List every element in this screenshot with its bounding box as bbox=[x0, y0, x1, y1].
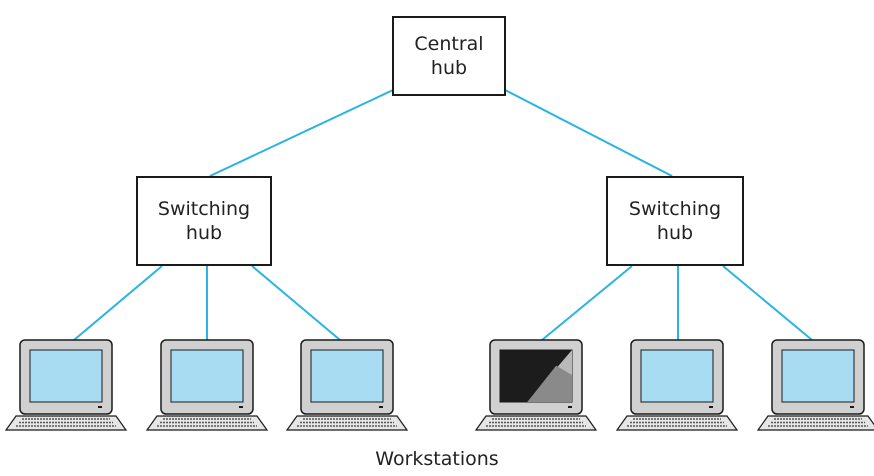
power-light-icon bbox=[98, 406, 102, 408]
monitor-screen bbox=[781, 349, 855, 403]
link-central-to-left bbox=[209, 89, 394, 177]
power-light-icon bbox=[239, 406, 243, 408]
power-light-icon bbox=[379, 406, 383, 408]
power-light-icon bbox=[568, 406, 572, 408]
power-light-icon bbox=[709, 406, 713, 408]
link-left-to-ws3 bbox=[251, 265, 341, 341]
switching-hub-right-label-line1: Switching bbox=[628, 198, 722, 220]
monitor-screen bbox=[310, 349, 384, 403]
switching-hub-left-node: Switching hub bbox=[136, 176, 272, 266]
link-left-to-ws1 bbox=[73, 265, 163, 341]
workstation-2 bbox=[145, 339, 269, 431]
workstation-3 bbox=[285, 339, 409, 431]
workstation-4 bbox=[474, 339, 598, 431]
monitor-screen bbox=[170, 349, 244, 403]
power-light-icon bbox=[850, 406, 854, 408]
workstations-caption: Workstations bbox=[375, 448, 499, 470]
workstations-group bbox=[4, 339, 874, 431]
workstation-1 bbox=[4, 339, 128, 431]
connection-lines bbox=[73, 89, 813, 341]
switching-hub-left-label-line2: hub bbox=[185, 222, 223, 244]
link-right-to-ws6 bbox=[722, 265, 813, 341]
monitor-screen bbox=[29, 349, 103, 403]
workstation-6 bbox=[756, 339, 874, 431]
central-hub-label-line1: Central bbox=[414, 33, 484, 55]
link-central-to-right bbox=[504, 89, 673, 177]
switching-hub-left-label-line1: Switching bbox=[157, 198, 251, 220]
monitor-screen bbox=[640, 349, 714, 403]
screen-graphic-mid bbox=[527, 365, 572, 402]
workstation-5 bbox=[615, 339, 739, 431]
central-hub-label-line2: hub bbox=[430, 57, 468, 79]
central-hub-node: Central hub bbox=[392, 16, 506, 96]
switching-hub-right-label-line2: hub bbox=[656, 222, 694, 244]
link-right-to-ws4 bbox=[541, 265, 633, 341]
switching-hub-right-node: Switching hub bbox=[606, 176, 744, 266]
